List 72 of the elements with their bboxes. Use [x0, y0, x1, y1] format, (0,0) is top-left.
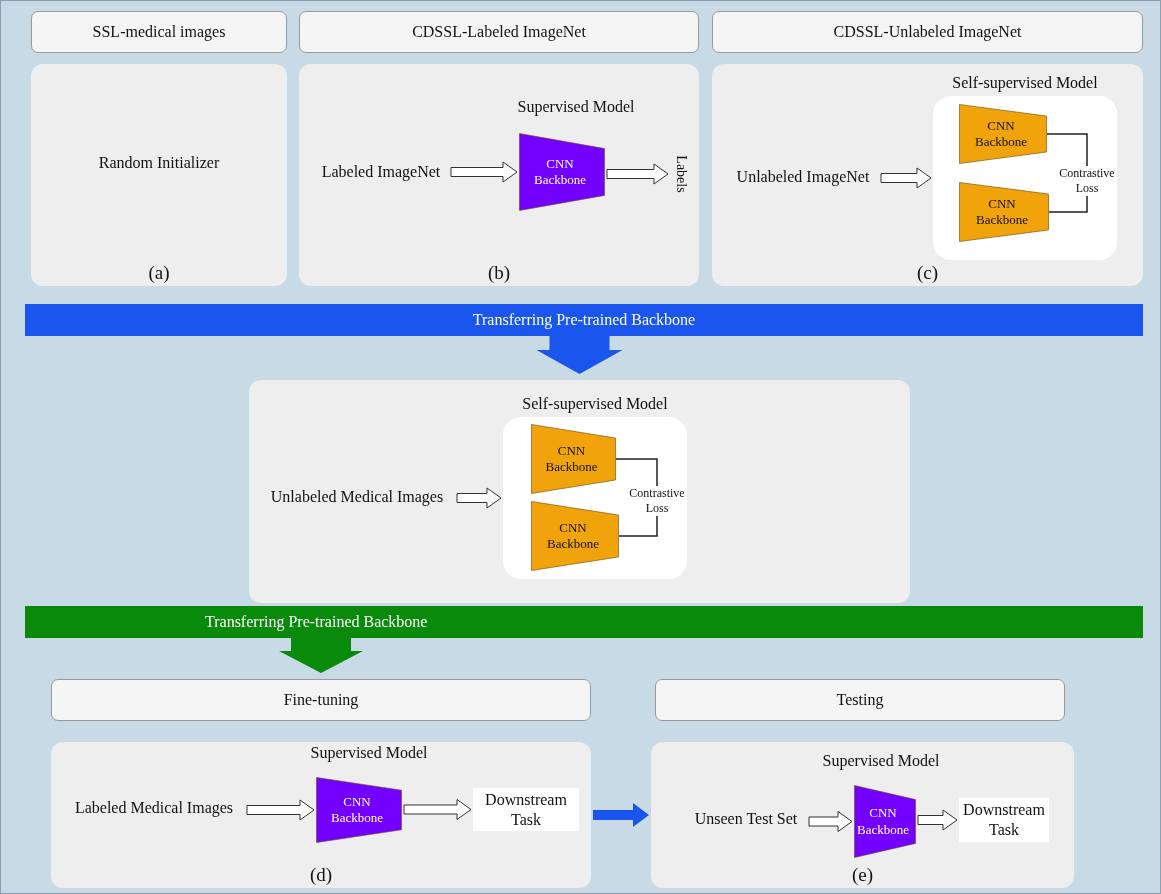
panel-text: Random Initializer	[97, 154, 221, 172]
input-label: Unlabeled Medical Images	[259, 486, 455, 508]
model-container	[503, 417, 687, 579]
section-title: CDSSL-Unlabeled ImageNet	[833, 23, 1022, 41]
stage-panel	[712, 64, 1143, 286]
input-label: Labeled Medical Images	[63, 797, 245, 819]
section-title: CDSSL-Labeled ImageNet	[412, 23, 586, 41]
task-box: Downstream Task	[473, 788, 579, 831]
section-header	[712, 11, 1143, 53]
stage-panel	[31, 64, 287, 286]
cnn-backbone-block	[959, 104, 1047, 164]
stage-panel	[299, 64, 699, 286]
block-label: CNN Backbone	[533, 155, 587, 189]
section-header	[51, 679, 591, 721]
transfer-arrow	[593, 803, 649, 827]
panel-tag: (c)	[916, 262, 939, 284]
band-title: Transferring Pre-trained Backbone	[205, 613, 428, 631]
connector-line	[1048, 195, 1088, 213]
cnn-backbone-block	[531, 501, 619, 571]
model-heading: Self-supervised Model	[521, 395, 669, 413]
flow-arrow	[246, 799, 315, 821]
section-header	[299, 11, 699, 53]
cnn-backbone-block	[959, 182, 1049, 242]
loss-label: Contrastive Loss	[625, 486, 689, 516]
model-heading: Supervised Model	[821, 752, 941, 770]
flow-arrow	[606, 163, 669, 185]
block-label: CNN Backbone	[330, 793, 384, 827]
connector-line	[618, 515, 658, 537]
transfer-arrow	[536, 336, 623, 374]
flow-arrow	[808, 811, 853, 832]
transfer-band	[25, 304, 1143, 336]
transfer-band	[25, 606, 1143, 638]
block-label: CNN Backbone	[544, 442, 599, 476]
section-title: Fine-tuning	[283, 691, 359, 709]
cnn-backbone-block	[519, 133, 605, 211]
panel-tag: (d)	[309, 864, 333, 886]
section-title: SSL-medical images	[92, 23, 226, 41]
model-container	[933, 96, 1117, 260]
cnn-backbone-block	[854, 785, 916, 858]
stage-panel	[51, 742, 591, 888]
block-label: CNN Backbone	[856, 805, 910, 838]
band-title: Transferring Pre-trained Backbone	[472, 311, 696, 329]
block-label: CNN Backbone	[974, 117, 1028, 151]
section-header	[655, 679, 1065, 721]
loss-label: Contrastive Loss	[1055, 166, 1119, 196]
model-heading: Self-supervised Model	[951, 74, 1099, 92]
section-header	[31, 11, 287, 53]
connector-line	[1046, 133, 1088, 167]
flow-arrow	[403, 799, 472, 820]
input-label: Unlabeled ImageNet	[727, 166, 879, 188]
output-label: Labels	[673, 155, 689, 193]
flow-arrow	[880, 167, 932, 189]
block-label: CNN Backbone	[975, 195, 1029, 229]
connector-line	[615, 458, 658, 487]
flow-arrow	[450, 161, 518, 183]
stage-panel	[651, 742, 1074, 888]
cnn-backbone-block	[531, 424, 616, 494]
flow-arrow	[917, 809, 958, 831]
model-panel	[249, 380, 910, 603]
input-label: Labeled ImageNet	[313, 161, 449, 183]
panel-tag: (b)	[487, 262, 511, 284]
transfer-arrow	[279, 638, 363, 673]
section-title: Testing	[836, 691, 884, 709]
panel-tag: (a)	[148, 262, 170, 284]
flow-arrow	[456, 487, 502, 509]
cnn-backbone-block	[316, 777, 402, 843]
model-heading: Supervised Model	[309, 744, 429, 762]
task-box: Downstream Task	[959, 798, 1049, 842]
panel-tag: (e)	[851, 864, 874, 886]
input-label: Unseen Test Set	[685, 808, 807, 830]
model-heading: Supervised Model	[516, 98, 636, 116]
block-label: CNN Backbone	[546, 519, 600, 553]
